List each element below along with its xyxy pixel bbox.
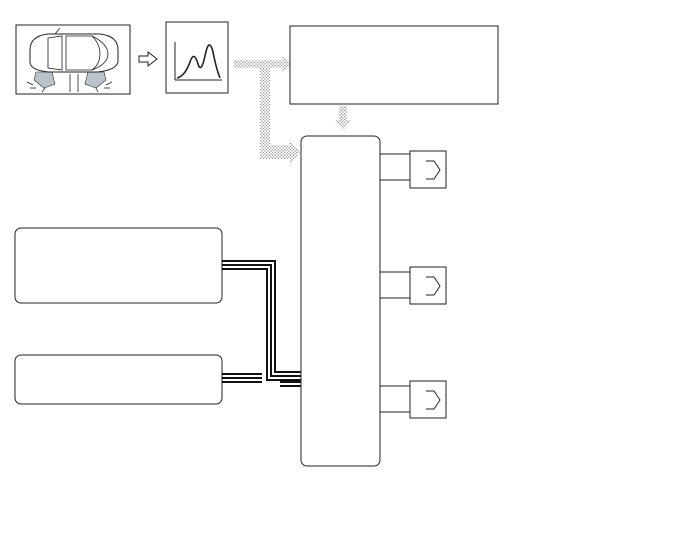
wire-bundle-lower bbox=[222, 373, 301, 387]
connector-icon bbox=[426, 160, 441, 180]
dotted-arrow-to-top-box bbox=[234, 55, 292, 149]
left-lower-box bbox=[14, 354, 223, 405]
connector-icon bbox=[426, 276, 441, 296]
wire-bundle-upper bbox=[222, 260, 301, 381]
waveform-icon bbox=[174, 42, 222, 81]
vehicle-illustration bbox=[15, 24, 131, 95]
top-right-box bbox=[289, 25, 499, 105]
flow-arrow-icon bbox=[138, 50, 158, 68]
central-controller bbox=[300, 135, 381, 467]
dotted-arrow-to-controller bbox=[260, 140, 300, 164]
output-connector-2 bbox=[379, 266, 447, 305]
car-top-view-icon bbox=[26, 27, 119, 93]
dotted-arrow-down bbox=[334, 106, 352, 130]
waveform-graph bbox=[165, 21, 229, 94]
output-connector-3 bbox=[379, 380, 447, 419]
left-upper-box bbox=[14, 227, 223, 304]
connector-icon bbox=[426, 390, 441, 410]
output-connector-1 bbox=[379, 150, 447, 189]
